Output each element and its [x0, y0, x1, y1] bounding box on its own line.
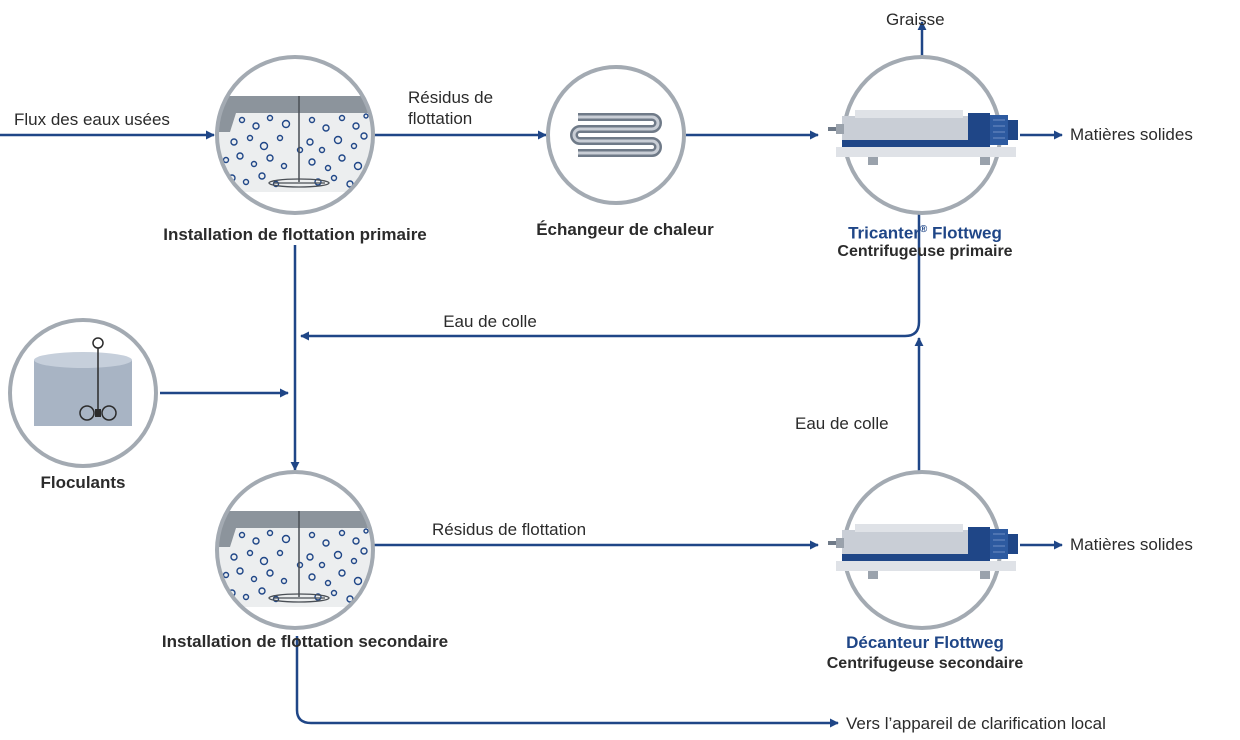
decanter-role: Centrifugeuse secondaire [826, 655, 1024, 672]
to-local-plant-label: Vers l’appareil de clarification local [846, 714, 1106, 733]
tricanter-brand: Tricanter [848, 223, 920, 243]
tricanter-role: Centrifugeuse primaire [837, 243, 1013, 260]
registered-mark: ® [919, 224, 928, 235]
secondary-flotation-icon [215, 470, 375, 630]
secondary-flotation-title: Installation de flottation secondaire [161, 632, 449, 651]
heat-exchanger-icon [546, 65, 686, 205]
decanter-title: Décanteur Flottweg [846, 633, 1004, 652]
solids-primary-label: Matières solides [1070, 125, 1193, 144]
flotation-residues-label-line2: flottation [408, 109, 473, 128]
flotation-residues-label-line1: Résidus de [408, 88, 494, 107]
tricanter-maker: Flottweg [927, 223, 1002, 243]
primary-flotation-icon [215, 55, 375, 215]
glue-water-top-label: Eau de colle [443, 312, 537, 331]
primary-flotation-title: Installation de flottation primaire [163, 225, 427, 244]
tricanter-centrifuge-icon [828, 55, 1018, 215]
solids-secondary-label: Matières solides [1070, 535, 1193, 554]
secondary-residues-label: Résidus de flottation [432, 520, 587, 539]
decanter-centrifuge-icon [828, 470, 1018, 630]
fat-label: Graisse [886, 10, 945, 29]
glue-water-return-arrow [300, 212, 921, 341]
to-local-plant-arrow [295, 636, 839, 728]
tricanter-title: Tricanter® Flottweg [800, 220, 1050, 244]
flocculants-title: Floculants [40, 473, 126, 492]
glue-water-side-label: Eau de colle [795, 414, 889, 433]
wastewater-inflow-label: Flux des eaux usées [14, 110, 170, 129]
flocculant-tank-icon [8, 318, 158, 468]
flow-lines [0, 21, 1063, 728]
heat-exchanger-title: Échangeur de chaleur [536, 220, 714, 239]
